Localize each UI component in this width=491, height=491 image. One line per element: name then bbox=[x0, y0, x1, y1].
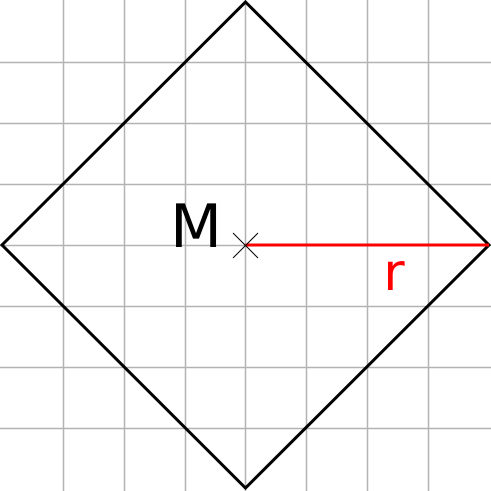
center-label: M bbox=[170, 192, 222, 262]
radius-label: r bbox=[383, 243, 405, 303]
x-cross-icon bbox=[232, 232, 259, 259]
